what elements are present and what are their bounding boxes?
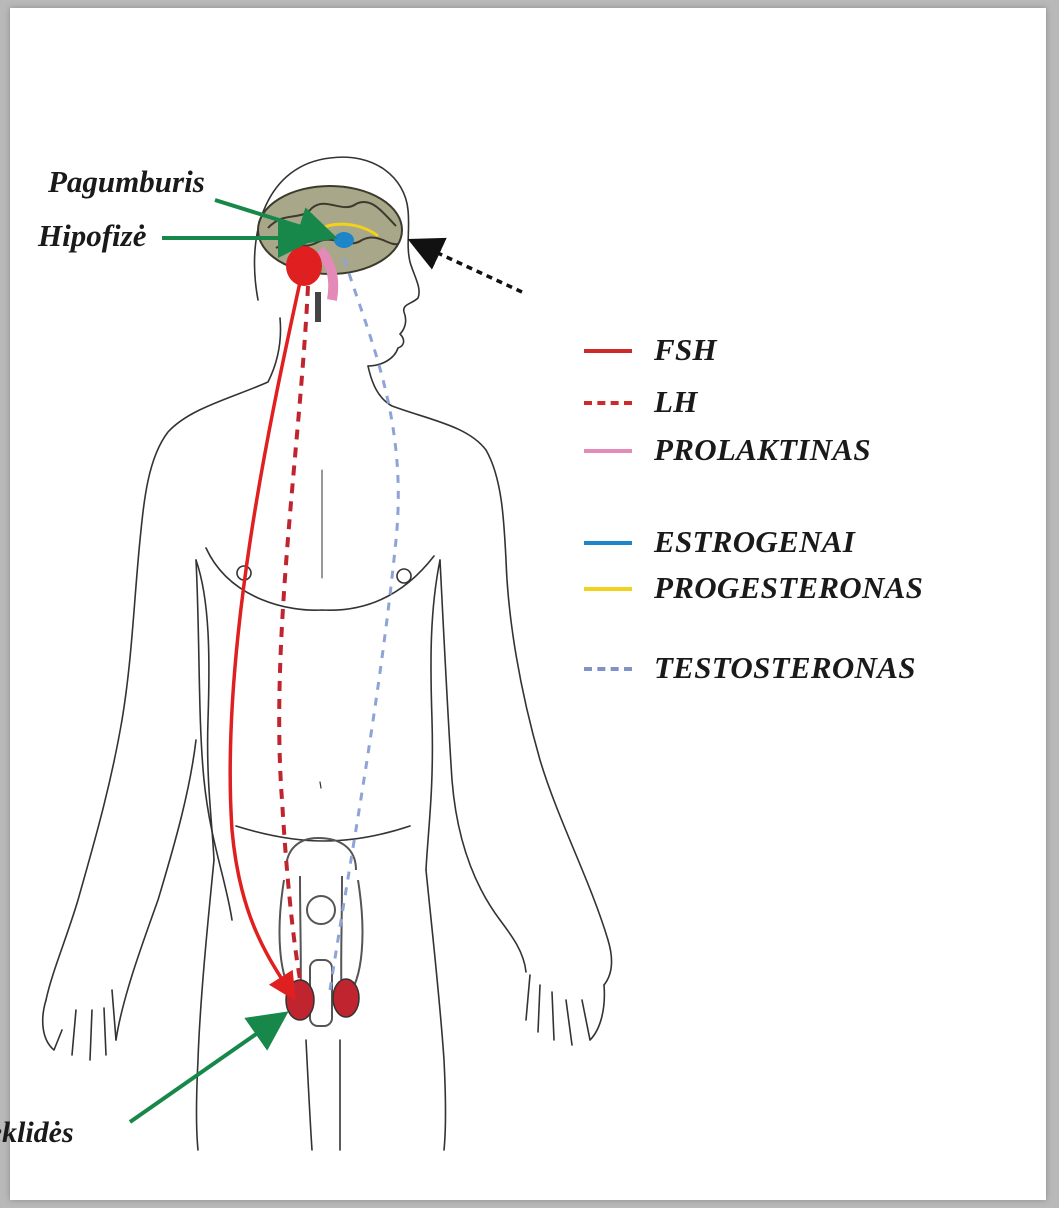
pituitary-label: Hipofizė (38, 218, 147, 254)
legend-swatch (584, 541, 632, 545)
legend-swatch (584, 587, 632, 591)
legend-label: FSH (654, 332, 717, 368)
legend-item: FSH (584, 332, 984, 368)
stimulus-arrow (414, 242, 522, 292)
legend-swatch (584, 401, 632, 405)
brain-illustration (258, 186, 402, 322)
legend-item: TESTOSTERONAS (584, 650, 984, 686)
legend-item: PROGESTERONAS (584, 570, 984, 606)
legend-label: PROLAKTINAS (654, 432, 871, 468)
legend-swatch (584, 667, 632, 671)
legend-label: LH (654, 384, 698, 420)
legend-swatch (584, 449, 632, 453)
testes-shapes (286, 979, 359, 1020)
legend-item: ESTROGENAI (584, 524, 984, 560)
legend-item: PROLAKTINAS (584, 432, 984, 468)
legend-item: LH (584, 384, 984, 420)
hypothalamus-label: Pagumburis (48, 164, 205, 200)
testes-label: Sėklidės (0, 1116, 74, 1150)
hormone-legend: FSH LH PROLAKTINAS ESTROGENAI PROGESTERONAS T… (584, 332, 1004, 702)
legend-swatch (584, 349, 632, 353)
testes-arrow (130, 1016, 282, 1122)
testosterone-path (330, 258, 398, 990)
legend-label: ESTROGENAI (654, 524, 855, 560)
legend-label: TESTOSTERONAS (654, 650, 916, 686)
body-outline (43, 157, 612, 1150)
legend-label: PROGESTERONAS (654, 570, 923, 606)
